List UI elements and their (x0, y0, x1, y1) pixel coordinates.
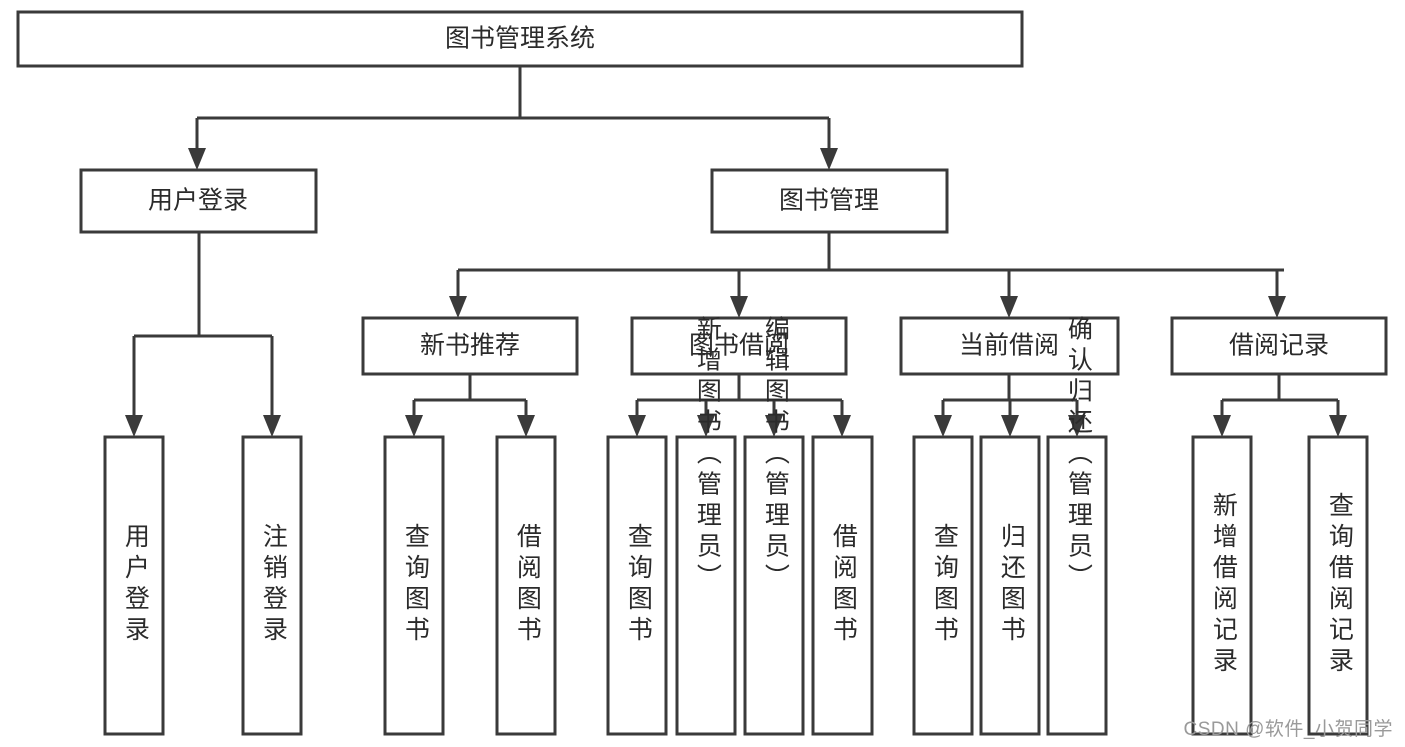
node-leaf-borrow-book-2[interactable]: 借阅图书 (811, 435, 874, 736)
arrow-head-leaf-query-book-1 (405, 415, 423, 437)
csdn-watermark: CSDN @软件_小贺同学 (1183, 719, 1393, 740)
arrow-head-leaf-edit-book (765, 415, 783, 437)
node-current-borrow-box[interactable] (899, 316, 1120, 376)
node-current-borrow[interactable]: 当前借阅 (899, 316, 1120, 376)
node-leaf-user-login-label: 用户登录 (121, 523, 150, 647)
node-book-management[interactable]: 图书管理 (710, 168, 949, 234)
arrow-head-new-book-recommend (449, 296, 467, 318)
node-leaf-borrow-book-1-box[interactable] (495, 435, 557, 736)
node-book-management-box[interactable] (710, 168, 949, 234)
arrow-head-borrow-record (1268, 296, 1286, 318)
node-user-login[interactable]: 用户登录 (79, 168, 318, 234)
node-leaf-query-book-3[interactable]: 查询图书 (912, 435, 974, 736)
arrow-head-leaf-borrow-book-1 (517, 415, 535, 437)
node-leaf-query-book-3-box[interactable] (912, 435, 974, 736)
node-leaf-add-record-label: 新增借阅记录 (1209, 492, 1238, 678)
node-user-login-label: 用户登录 (148, 187, 248, 215)
arrow-head-current-borrow (1000, 296, 1018, 318)
arrow-head-book-borrow (730, 296, 748, 318)
node-leaf-edit-book-box[interactable] (743, 435, 805, 736)
connector-layer (125, 66, 1347, 437)
node-book-borrow-box[interactable] (630, 316, 848, 376)
arrow-head-leaf-return-book (1001, 415, 1019, 437)
node-new-book-recommend-box[interactable] (361, 316, 579, 376)
node-leaf-query-record-box[interactable] (1307, 435, 1369, 736)
node-leaf-add-book[interactable]: 新增图书（管理员） (675, 316, 737, 736)
node-leaf-return-book[interactable]: 归还图书 (979, 435, 1041, 736)
node-leaf-add-record-box[interactable] (1191, 435, 1253, 736)
arrow-head-leaf-confirm-return (1068, 415, 1086, 437)
arrow-head-leaf-user-login (125, 415, 143, 437)
node-root-label: 图书管理系统 (445, 25, 595, 53)
arrow-head-leaf-query-record (1329, 415, 1347, 437)
arrow-head-leaf-user-logout (263, 415, 281, 437)
node-leaf-edit-book[interactable]: 编辑图书（管理员） (743, 316, 805, 736)
arrow-head-user-login (188, 148, 206, 170)
arrow-head-book-management (820, 148, 838, 170)
node-leaf-query-book-1-box[interactable] (383, 435, 445, 736)
node-leaf-query-record[interactable]: 查询借阅记录 (1307, 435, 1369, 736)
node-leaf-borrow-book-1[interactable]: 借阅图书 (495, 435, 557, 736)
node-book-management-label: 图书管理 (779, 187, 879, 215)
node-leaf-add-book-label: 新增图书（管理员） (693, 316, 722, 595)
node-leaf-confirm-return-label: 确认归还（管理员） (1064, 316, 1093, 595)
node-leaf-borrow-book-1-label: 借阅图书 (513, 523, 542, 647)
node-leaf-return-book-label: 归还图书 (997, 523, 1026, 647)
node-leaf-query-book-2[interactable]: 查询图书 (606, 435, 668, 736)
node-leaf-user-logout[interactable]: 注销登录 (241, 435, 303, 736)
node-leaf-add-book-box[interactable] (675, 435, 737, 736)
node-leaf-add-record[interactable]: 新增借阅记录 (1191, 435, 1253, 736)
node-new-book-recommend[interactable]: 新书推荐 (361, 316, 579, 376)
node-leaf-query-book-2-box[interactable] (606, 435, 668, 736)
node-leaf-confirm-return-box[interactable] (1046, 435, 1108, 736)
node-user-login-box[interactable] (79, 168, 318, 234)
node-leaf-query-book-3-label: 查询图书 (930, 523, 959, 647)
node-book-borrow-label: 图书借阅 (689, 332, 789, 360)
node-root[interactable]: 图书管理系统 (16, 10, 1024, 68)
node-leaf-user-logout-box[interactable] (241, 435, 303, 736)
arrow-head-leaf-query-book-3 (934, 415, 952, 437)
node-leaf-confirm-return[interactable]: 确认归还（管理员） (1046, 316, 1108, 736)
node-borrow-record-label: 借阅记录 (1229, 332, 1329, 360)
node-leaf-return-book-box[interactable] (979, 435, 1041, 736)
node-leaf-user-login-box[interactable] (103, 435, 165, 736)
arrow-head-leaf-borrow-book-2 (833, 415, 851, 437)
node-leaf-user-logout-label: 注销登录 (259, 523, 288, 647)
node-leaf-query-book-2-label: 查询图书 (624, 523, 653, 647)
node-new-book-recommend-label: 新书推荐 (420, 332, 520, 360)
node-leaf-query-book-1[interactable]: 查询图书 (383, 435, 445, 736)
node-root-box[interactable] (16, 10, 1024, 68)
node-borrow-record[interactable]: 借阅记录 (1170, 316, 1388, 376)
node-leaf-borrow-book-2-box[interactable] (811, 435, 874, 736)
node-current-borrow-label: 当前借阅 (959, 332, 1059, 360)
node-book-borrow[interactable]: 图书借阅 (630, 316, 848, 376)
arrow-head-leaf-add-book (697, 415, 715, 437)
arrow-head-leaf-query-book-2 (628, 415, 646, 437)
arrow-head-leaf-add-record (1213, 415, 1231, 437)
node-leaf-edit-book-label: 编辑图书（管理员） (761, 316, 790, 595)
node-leaf-user-login[interactable]: 用户登录 (103, 435, 165, 736)
node-borrow-record-box[interactable] (1170, 316, 1388, 376)
node-leaf-query-book-1-label: 查询图书 (401, 523, 430, 647)
node-leaf-query-record-label: 查询借阅记录 (1325, 492, 1354, 678)
node-leaf-borrow-book-2-label: 借阅图书 (829, 523, 858, 647)
